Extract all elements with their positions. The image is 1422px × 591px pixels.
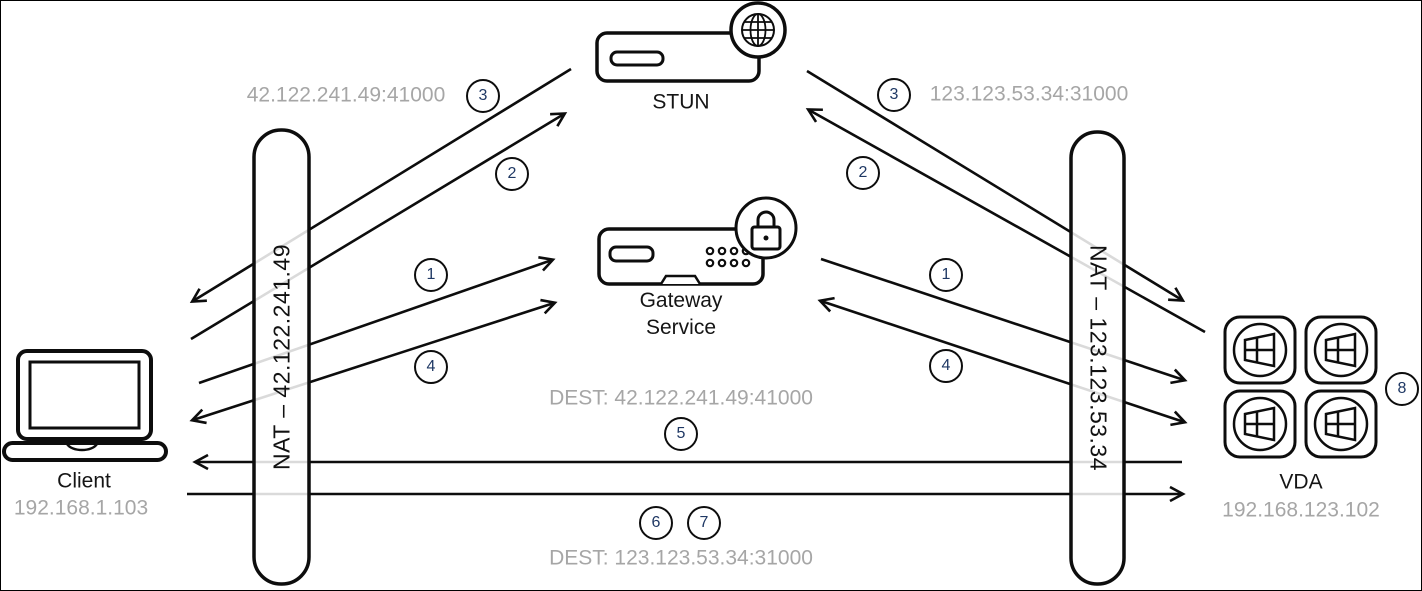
vda-label: VDA — [1279, 470, 1323, 494]
client-ip: 192.168.1.103 — [13, 496, 149, 520]
windows-logo-icon — [1243, 406, 1276, 442]
step-badge-right-1: 1 — [929, 258, 963, 292]
step-badge-7: 7 — [687, 506, 721, 540]
step-badge-6: 6 — [639, 506, 673, 540]
arrow-vda-to-stun — [805, 108, 1206, 334]
stun-label: STUN — [652, 90, 710, 114]
windows-logo-icon — [1243, 332, 1276, 368]
arrow-client-to-stun — [190, 112, 568, 341]
nat-vda-side-bar — [1069, 130, 1126, 586]
windows-logo-icon — [1324, 332, 1357, 368]
step-badge-right-3: 3 — [877, 78, 911, 112]
gateway-label-line1: Gateway — [639, 289, 723, 312]
globe-icon — [729, 1, 787, 59]
client-public-endpoint-label: 42.122.241.49:41000 — [246, 83, 446, 107]
windows-logo-icon — [1324, 406, 1357, 442]
nat-client-side-bar — [252, 128, 311, 586]
vda-ip: 192.168.123.102 — [1222, 498, 1380, 522]
dest-client-endpoint-label: DEST: 42.122.241.49:41000 — [549, 386, 813, 410]
step-badge-right-4: 4 — [929, 349, 963, 383]
arrow-client-gateway-exchange — [189, 298, 558, 425]
vda-tile — [1304, 389, 1378, 459]
dest-vda-endpoint-label: DEST: 123.123.53.34:31000 — [549, 546, 813, 570]
vda-tile — [1304, 315, 1378, 385]
step-badge-left-1: 1 — [414, 258, 448, 292]
step-badge-left-2: 2 — [495, 157, 529, 191]
vda-tile — [1223, 389, 1297, 459]
step-badge-8: 8 — [1385, 372, 1419, 406]
vda-tile — [1223, 315, 1297, 385]
step-badge-left-4: 4 — [414, 350, 448, 384]
nat-vda-side-label: NAT – 123.123.53.34 — [1085, 244, 1112, 472]
step-badge-5: 5 — [664, 417, 698, 451]
vda-machines-icon — [1223, 315, 1378, 459]
vda-public-endpoint-label: 123.123.53.34:31000 — [929, 82, 1129, 106]
client-laptop-icon — [2, 349, 168, 462]
lock-icon — [734, 196, 798, 260]
client-label: Client — [57, 469, 111, 493]
step-badge-left-3: 3 — [466, 79, 500, 113]
nat-client-side-label: NAT – 42.122.241.49 — [268, 243, 295, 471]
gateway-label-line2: Service — [645, 316, 717, 339]
step-badge-right-2: 2 — [846, 156, 880, 190]
